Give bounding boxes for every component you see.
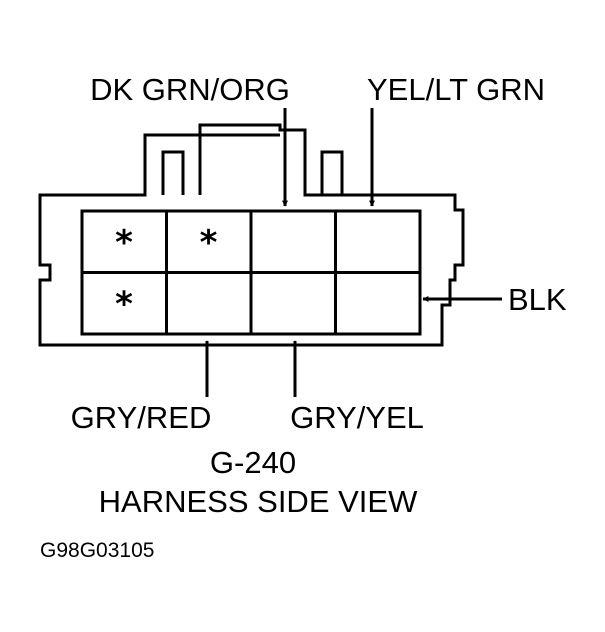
figure-code: G98G03105 [40,539,154,562]
cavity-r2-c4 [334,271,422,336]
connector-latch-tab [161,150,185,195]
cavity-r1-c4 [334,209,422,274]
connector-latch-bar [198,133,280,195]
cavity-r2-c2 [165,271,253,336]
cavity-r1-c3 [249,209,337,274]
connector-housing-outline [38,123,465,347]
label-gry-yel: GRY/YEL [290,400,424,435]
connector-view-caption: HARNESS SIDE VIEW [99,484,418,519]
cavity-grid: * * * [80,209,422,336]
label-gry-red: GRY/RED [71,400,212,435]
cavity-mark-r2-c1: * [115,285,133,325]
cavity-r2-c3 [249,271,337,336]
label-blk: BLK [508,282,567,317]
cavity-mark-r1-c2: * [200,223,218,263]
connector-latch-step [320,150,344,195]
label-yel-lt-grn: YEL/LT GRN [367,72,545,107]
cavity-mark-r1-c1: * [115,223,133,263]
label-dk-grn-org: DK GRN/ORG [90,72,290,107]
connector-id: G-240 [210,445,296,480]
